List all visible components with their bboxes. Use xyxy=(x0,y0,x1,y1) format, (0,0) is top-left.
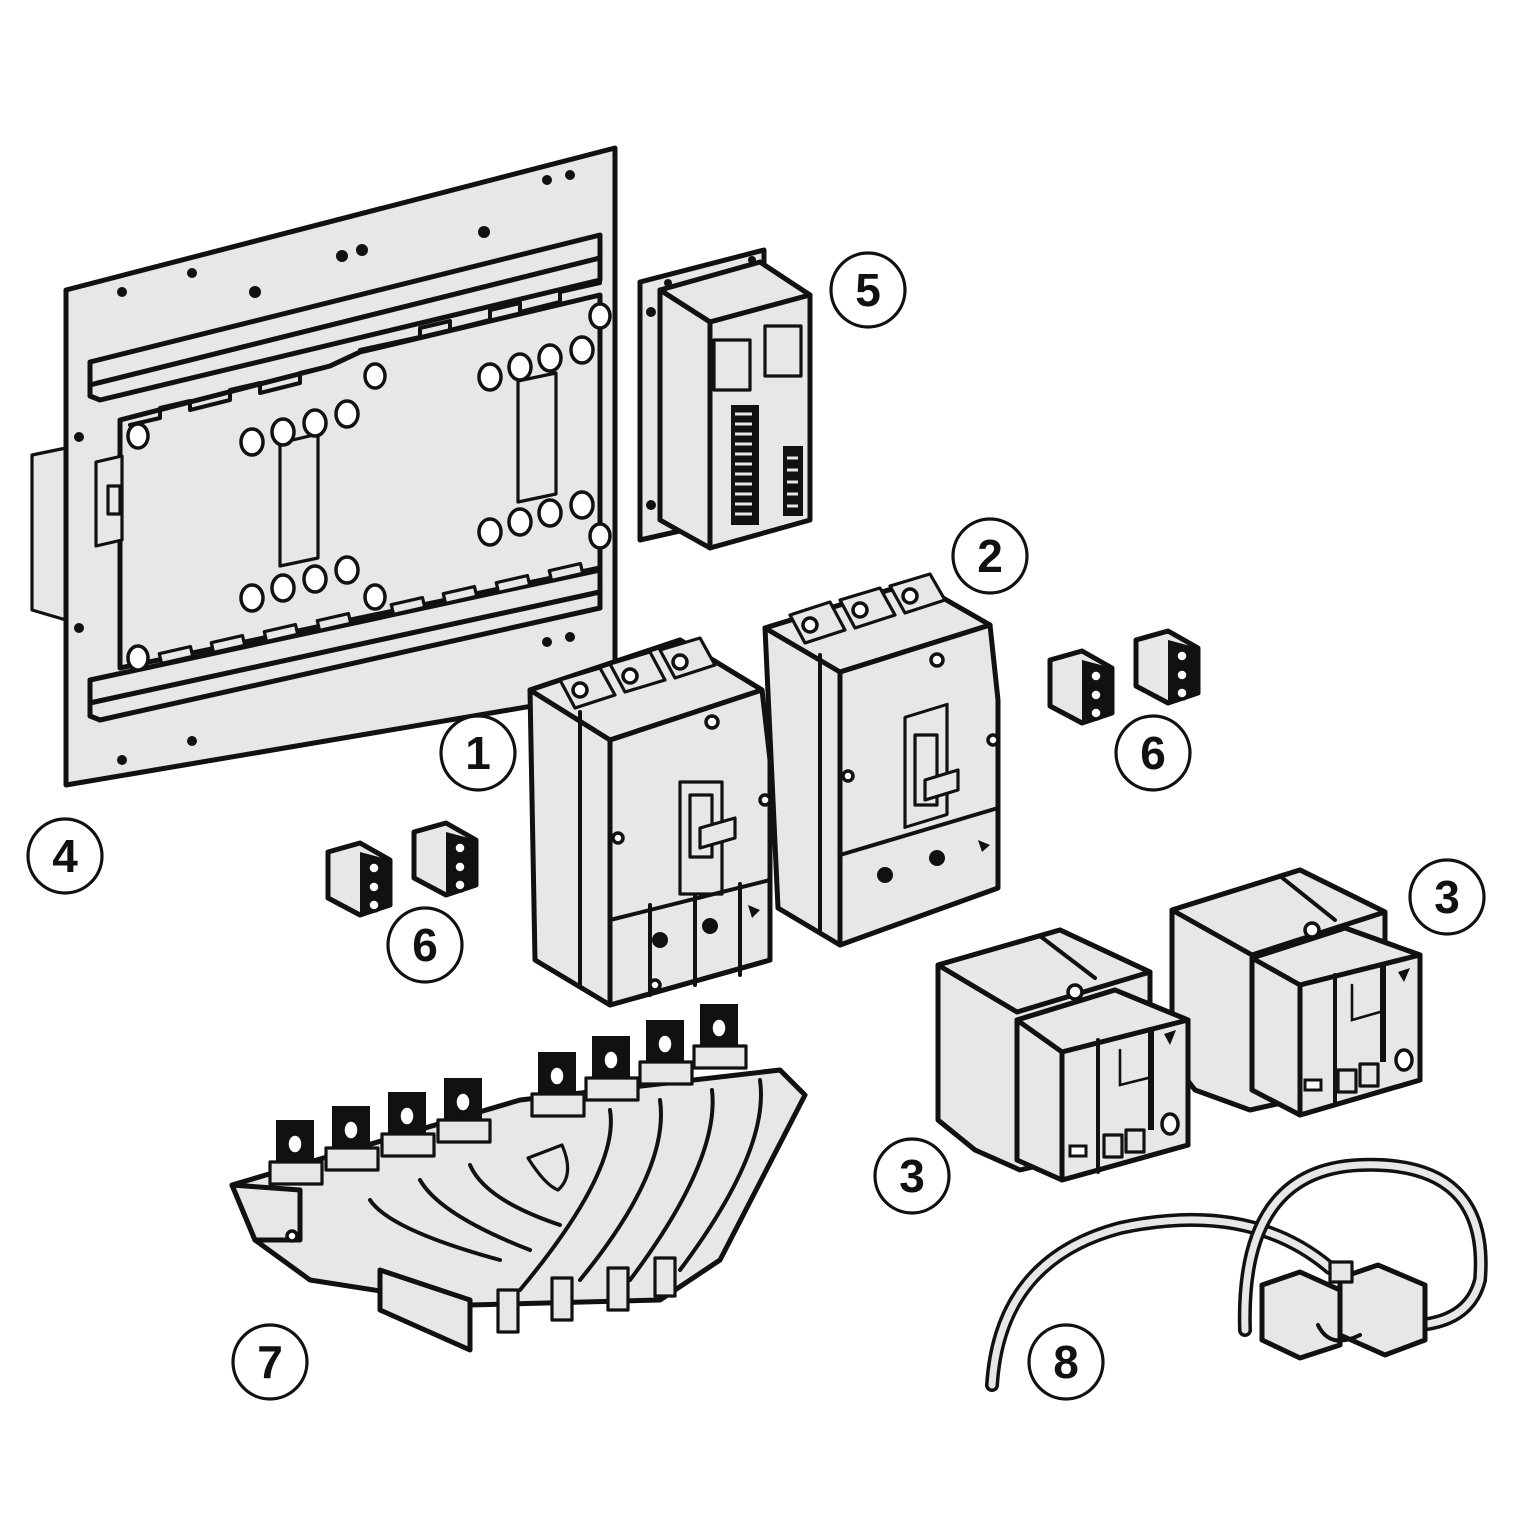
motor-mechanism-left xyxy=(935,927,1191,1183)
callout-6a-label: 6 xyxy=(412,919,438,971)
callout-3-left: 3 xyxy=(873,1137,951,1215)
callout-4: 4 xyxy=(26,817,104,895)
callout-7-label: 7 xyxy=(257,1336,283,1388)
callout-1: 1 xyxy=(439,714,517,792)
connection-cable xyxy=(985,1157,1488,1392)
auxiliary-contacts-left xyxy=(325,820,479,918)
callout-3a-label: 3 xyxy=(1434,871,1460,923)
callout-3b-label: 3 xyxy=(899,1150,925,1202)
callout-3-right: 3 xyxy=(1408,858,1486,936)
circuit-breaker-right xyxy=(762,572,1001,948)
callout-6-right: 6 xyxy=(1114,714,1192,792)
mounting-plate xyxy=(30,145,618,788)
callout-5-label: 5 xyxy=(855,264,881,316)
callout-7: 7 xyxy=(231,1323,309,1401)
callout-8-label: 8 xyxy=(1053,1336,1079,1388)
callout-6-left: 6 xyxy=(386,906,464,984)
callout-6b-label: 6 xyxy=(1140,727,1166,779)
callout-8: 8 xyxy=(1027,1323,1105,1401)
callout-2-label: 2 xyxy=(977,530,1003,582)
terminal-connection-block xyxy=(229,1004,808,1353)
callout-2: 2 xyxy=(951,517,1029,595)
motor-mechanism-right xyxy=(1169,867,1423,1118)
callout-5: 5 xyxy=(829,251,907,329)
callout-4-label: 4 xyxy=(52,830,78,882)
auxiliary-contacts-right xyxy=(1047,628,1201,726)
callout-1-label: 1 xyxy=(465,727,491,779)
controller-box xyxy=(637,247,813,551)
circuit-breaker-left xyxy=(527,636,773,1008)
